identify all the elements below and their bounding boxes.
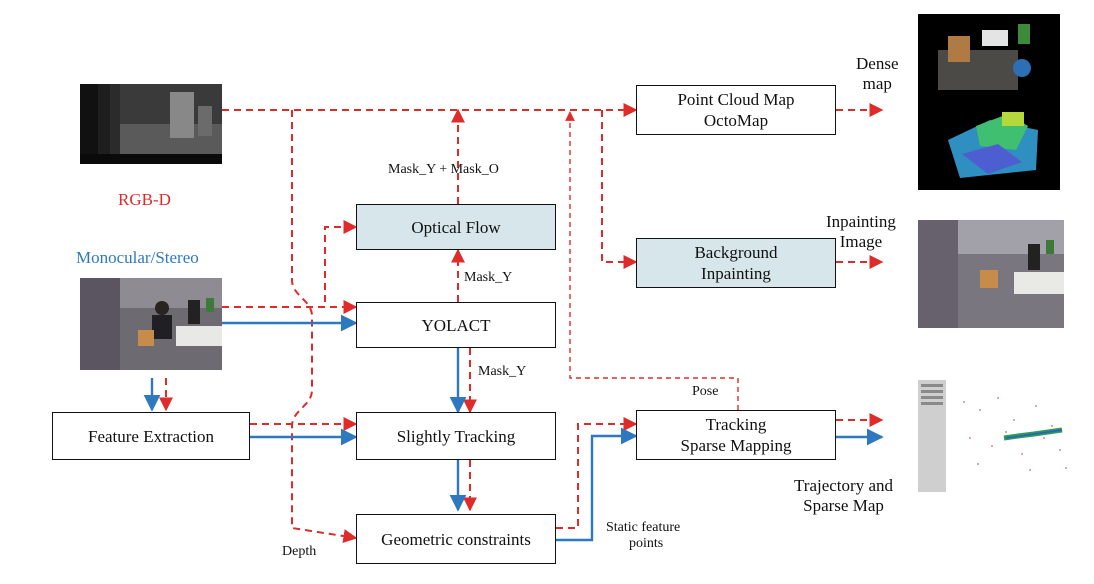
mask-y-bottom-label: Mask_Y — [478, 364, 527, 379]
dense-map-line2: map — [862, 74, 892, 93]
background-inpainting-box: Background Inpainting — [636, 238, 836, 288]
sparse-point-map — [918, 380, 1078, 492]
yolact-box: YOLACT — [356, 302, 556, 348]
feature-extraction-box: Feature Extraction — [52, 412, 250, 460]
tracking-sparse-mapping-box: Tracking Sparse Mapping — [636, 410, 836, 460]
point-cloud-line2: OctoMap — [703, 111, 769, 130]
dense-map-label: Dense map — [856, 54, 898, 94]
edge-geometric-to-sparse-red — [556, 417, 638, 529]
yolact-label: YOLACT — [421, 315, 491, 335]
dense-map-line1: Dense — [856, 54, 899, 73]
edge-depth-curve-to-geometric — [291, 110, 358, 543]
trajectory-line2: Sparse Map — [803, 496, 884, 515]
point-cloud-line1: Point Cloud Map — [677, 90, 795, 109]
background-inpainting-line1: Background — [694, 243, 778, 262]
trajectory-sparse-map-label: Trajectory and Sparse Map — [794, 476, 893, 516]
inpainted-office-scene — [918, 220, 1064, 328]
background-inpainting-line2: Inpainting — [701, 264, 771, 283]
rgbd-flow-lines — [159, 103, 884, 543]
pose-label: Pose — [692, 384, 719, 399]
tracking-line1: Tracking — [705, 415, 767, 434]
depth-label: Depth — [282, 544, 317, 559]
static-feature-points-label: Static feature points — [606, 520, 680, 552]
edge-pose-to-pointcloud — [565, 111, 739, 410]
tracking-line2: Sparse Mapping — [680, 436, 792, 455]
octomap-render — [918, 14, 1060, 190]
mask-y-top-label: Mask_Y — [464, 270, 513, 285]
edge-geometric-to-sparse-blue — [556, 427, 638, 542]
inpainting-image-label: Inpainting Image — [826, 212, 896, 252]
mono-stereo-flow-lines — [143, 314, 884, 542]
static-feature-points-line2: points — [629, 536, 664, 551]
rgbd-label: RGB-D — [118, 190, 171, 209]
edge-rgb-to-opticalflow — [222, 220, 358, 308]
optical-flow-label: Optical Flow — [411, 217, 501, 237]
point-cloud-octomap-box: Point Cloud Map OctoMap — [636, 85, 836, 135]
geometric-constraints-box: Geometric constraints — [356, 514, 556, 564]
geometric-constraints-label: Geometric constraints — [381, 529, 531, 549]
feature-extraction-label: Feature Extraction — [87, 426, 215, 446]
slightly-tracking-label: Slightly Tracking — [396, 426, 516, 446]
depth-image-stack — [80, 84, 222, 164]
static-feature-points-line1: Static feature — [606, 520, 681, 535]
pose-feedback-line — [565, 111, 739, 410]
optical-flow-box: Optical Flow — [356, 204, 556, 250]
mask-y-plus-o-label: Mask_Y + Mask_O — [388, 162, 499, 177]
trajectory-line1: Trajectory and — [794, 476, 893, 495]
rgb-office-scene — [80, 278, 222, 370]
inpainting-image-line1: Inpainting — [826, 212, 896, 231]
monocular-stereo-label: Monocular/Stereo — [76, 248, 199, 267]
slightly-tracking-box: Slightly Tracking — [356, 412, 556, 460]
inpainting-image-line2: Image — [839, 232, 883, 251]
edge-to-background-inpainting — [601, 110, 638, 269]
